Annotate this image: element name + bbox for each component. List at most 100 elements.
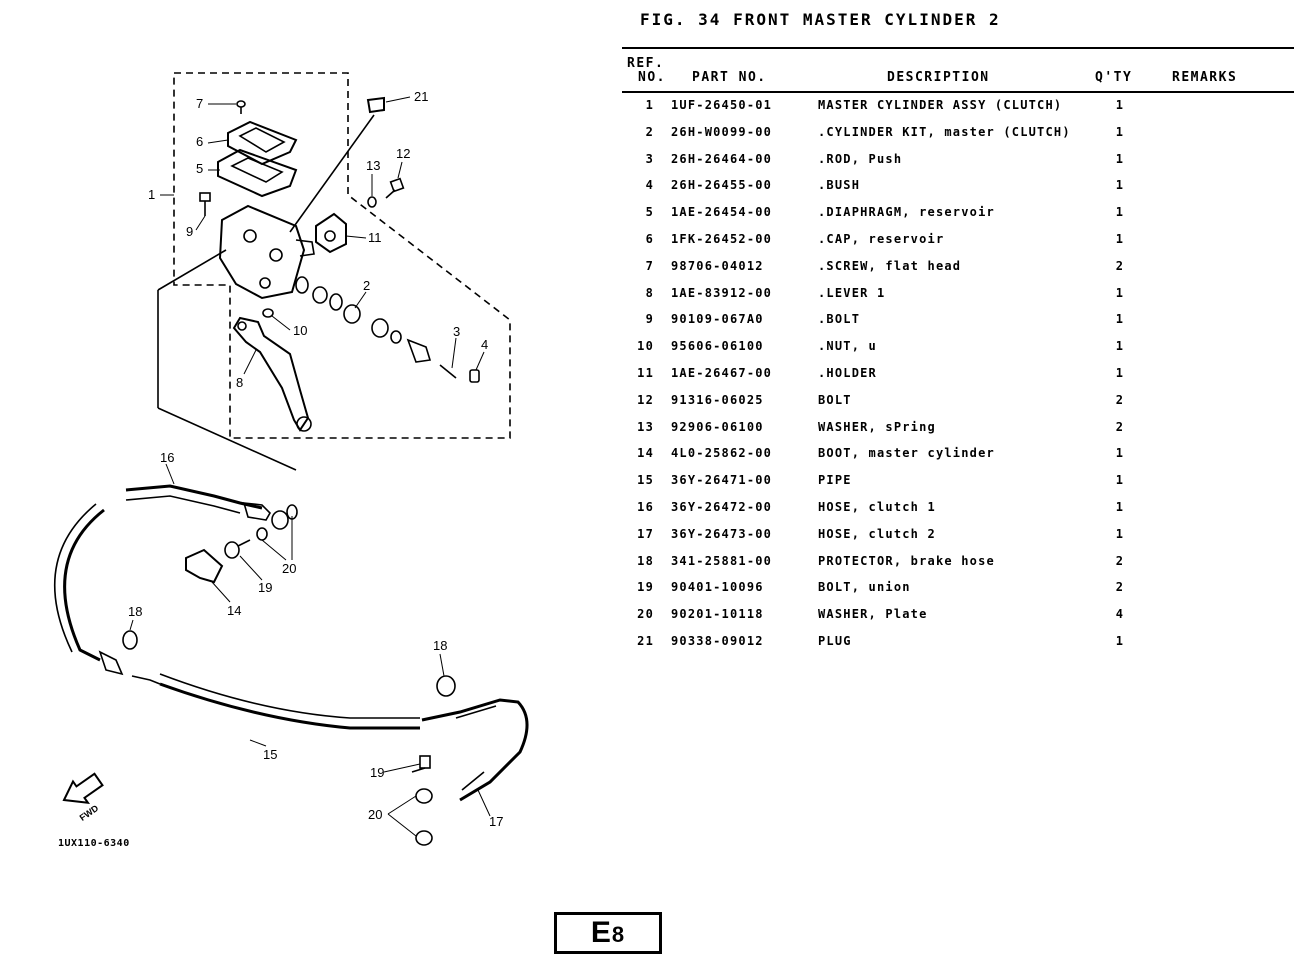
description-cell: BOLT, union [818, 580, 911, 595]
callout-19b: 19 [370, 765, 384, 780]
figure-title: FIG. 34 FRONT MASTER CYLINDER 2 [640, 10, 1001, 29]
part-number-cell: 26H-26464-00 [671, 151, 773, 166]
callout-20a: 20 [282, 561, 296, 576]
ref-cell: 6 [645, 232, 654, 246]
description-cell: .ROD, Push [818, 151, 903, 166]
description-cell: .DIAPHRAGM, reservoir [818, 205, 995, 220]
callout-17: 17 [489, 814, 503, 829]
part-number-cell: 341-25881-00 [671, 553, 773, 568]
callout-2: 2 [363, 278, 370, 293]
description-cell: WASHER, sPring [818, 419, 936, 434]
ref-cell: 4 [645, 178, 654, 193]
ref-cell: 15 [637, 473, 654, 488]
header-ref-line2: NO. [638, 70, 666, 85]
part-number-cell: 1AE-26467-00 [671, 366, 773, 380]
description-cell: HOSE, clutch 1 [818, 500, 936, 514]
part-number-cell: 26H-26455-00 [671, 178, 773, 193]
quantity-cell: 1 [1115, 98, 1125, 112]
exploded-view-diagram: 1 2 3 4 5 6 7 8 9 10 11 12 13 14 15 16 1… [54, 72, 529, 846]
quantity-cell: 1 [1115, 124, 1125, 139]
quantity-cell: 1 [1115, 312, 1125, 327]
description-cell: WASHER, Plate [818, 607, 928, 622]
ref-cell: 17 [637, 526, 654, 541]
callout-18b: 18 [433, 638, 447, 653]
part-number-cell: 91316-06025 [671, 392, 764, 407]
table-row: 13 92906-06100 WASHER, sPring 2 [622, 420, 1294, 447]
table-row: 18 341-25881-00 PROTECTOR, brake hose 2 [622, 554, 1294, 581]
part-number-cell: 1FK-26452-00 [671, 232, 773, 246]
header-part-no: PART NO. [692, 70, 767, 85]
part-number-cell: 1UF-26450-01 [671, 98, 773, 112]
description-cell: .BUSH [818, 178, 861, 193]
ref-cell: 13 [637, 419, 654, 434]
ref-cell: 1 [645, 98, 654, 112]
quantity-cell: 1 [1115, 339, 1125, 354]
ref-cell: 16 [637, 500, 654, 514]
page-number: 8 [611, 922, 626, 947]
table-row: 9 90109-067A0 .BOLT 1 [622, 312, 1294, 339]
callout-20b: 20 [368, 807, 382, 822]
table-row: 10 95606-06100 .NUT, u 1 [622, 339, 1294, 366]
ref-cell: 10 [637, 339, 654, 354]
ref-cell: 7 [645, 258, 654, 273]
ref-cell: 11 [637, 366, 654, 380]
description-cell: .NUT, u [818, 339, 877, 354]
part-number-cell: 95606-06100 [671, 339, 764, 354]
callout-5: 5 [196, 161, 203, 176]
quantity-cell: 2 [1115, 419, 1125, 434]
ref-cell: 8 [645, 285, 654, 300]
table-header-rule [622, 91, 1294, 93]
description-cell: MASTER CYLINDER ASSY (CLUTCH) [818, 98, 1063, 112]
ref-cell: 2 [645, 124, 654, 139]
ref-cell: 9 [645, 312, 654, 327]
ref-cell: 3 [645, 151, 654, 166]
part-number-cell: 92906-06100 [671, 419, 764, 434]
callout-9: 9 [186, 224, 193, 239]
table-row: 4 26H-26455-00 .BUSH 1 [622, 178, 1294, 205]
table-row: 3 26H-26464-00 .ROD, Push 1 [622, 152, 1294, 179]
quantity-cell: 2 [1115, 392, 1125, 407]
callout-18a: 18 [128, 604, 142, 619]
callout-4: 4 [481, 337, 488, 352]
fwd-arrow-label: FWD [78, 803, 101, 823]
callout-21: 21 [414, 89, 428, 104]
part-number-cell: 26H-W0099-00 [671, 124, 773, 139]
part-number-cell: 36Y-26472-00 [671, 500, 773, 514]
diagram-code: 1UX110-6340 [58, 838, 130, 849]
quantity-cell: 2 [1115, 258, 1125, 273]
description-cell: BOLT [818, 392, 852, 407]
quantity-cell: 1 [1115, 178, 1125, 193]
ref-cell: 18 [637, 553, 654, 568]
description-cell: PROTECTOR, brake hose [818, 553, 995, 568]
callout-12: 12 [396, 146, 410, 161]
quantity-cell: 1 [1115, 151, 1125, 166]
ref-cell: 20 [637, 607, 654, 622]
header-qty: Q'TY [1095, 70, 1133, 85]
quantity-cell: 1 [1115, 232, 1125, 246]
description-cell: .CAP, reservoir [818, 232, 945, 246]
quantity-cell: 1 [1115, 205, 1125, 220]
quantity-cell: 1 [1115, 446, 1125, 461]
description-cell: .HOLDER [818, 366, 877, 380]
quantity-cell: 4 [1115, 607, 1125, 622]
page-letter: E [590, 916, 612, 949]
quantity-cell: 2 [1115, 553, 1125, 568]
quantity-cell: 1 [1115, 285, 1125, 300]
description-cell: .BOLT [818, 312, 861, 327]
ref-cell: 14 [637, 446, 654, 461]
part-number-cell: 90109-067A0 [671, 312, 764, 327]
callout-10: 10 [293, 323, 307, 338]
ref-cell: 5 [645, 205, 654, 220]
part-number-cell: 1AE-83912-00 [671, 285, 773, 300]
callout-8: 8 [236, 375, 243, 390]
